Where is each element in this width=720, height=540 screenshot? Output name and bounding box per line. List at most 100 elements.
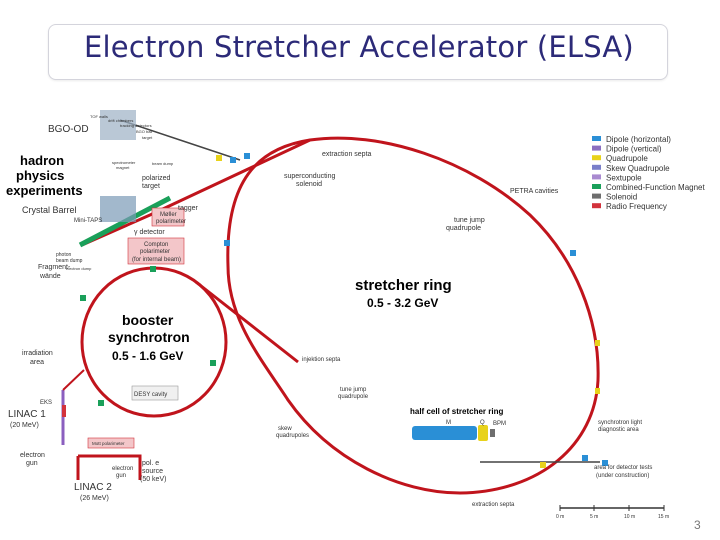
drift-label: drift chambers bbox=[108, 118, 133, 123]
legend-swatch bbox=[592, 203, 601, 209]
compton-internal-label: (for internal beam) bbox=[132, 257, 181, 263]
page-title: Electron Stretcher Accelerator (ELSA) bbox=[84, 30, 634, 64]
electron-gun-label: electron bbox=[20, 452, 45, 459]
stretcher-energy-label: 0.5 - 3.2 GeV bbox=[367, 296, 438, 310]
polarized-target-label: target bbox=[142, 183, 160, 190]
quadrupole-top-label: quadrupole bbox=[446, 225, 481, 232]
bgo-ball-label: BGO ball bbox=[136, 129, 152, 134]
pol-source-source-label: source bbox=[142, 468, 163, 475]
scale-tick-1: 5 m bbox=[590, 514, 598, 520]
booster-energy-label: 0.5 - 1.6 GeV bbox=[112, 349, 183, 363]
half-cell-m-label: M bbox=[446, 420, 451, 426]
tracking-label: tracking detectors bbox=[120, 123, 152, 128]
experiments-label: experiments bbox=[6, 183, 83, 198]
compton-box bbox=[127, 237, 185, 265]
linac1-label: LINAC 1 bbox=[8, 409, 46, 420]
linac1-energy-label: (20 MeV) bbox=[10, 422, 39, 429]
mott-box bbox=[87, 437, 135, 449]
legend-row: Quadrupole bbox=[592, 154, 648, 163]
linac2-energy-label: (26 MeV) bbox=[80, 495, 109, 502]
bgo-beamline bbox=[119, 119, 241, 161]
transfer-line bbox=[195, 280, 299, 364]
legend-swatch bbox=[592, 155, 601, 161]
superconducting-label: superconducting bbox=[284, 173, 335, 180]
tagger-label: tagger bbox=[178, 205, 199, 212]
compton-polarimeter-label: polarimeter bbox=[140, 249, 170, 255]
mini-taps-label: Mini-TAPS bbox=[74, 218, 102, 224]
legend-row: Solenoid bbox=[592, 193, 637, 202]
irradiation-area-label: area bbox=[30, 359, 44, 366]
moller-polarimeter-label: polarimeter bbox=[156, 219, 186, 225]
fragment-label: Fragment- bbox=[38, 264, 71, 271]
legend-label: Combined-Function Magnet bbox=[606, 183, 705, 192]
legend-row: Dipole (vertical) bbox=[592, 145, 662, 154]
beam-dump-label: beam dump bbox=[152, 161, 174, 166]
legend: Dipole (horizontal)Dipole (vertical)Quad… bbox=[592, 135, 705, 211]
legend-row: Combined-Function Magnet bbox=[592, 183, 705, 192]
tune-jump-top-label: tune jump bbox=[454, 217, 485, 224]
pol-source-kev-label: (50 keV) bbox=[140, 476, 166, 483]
injection-septa-label: injektion septa bbox=[302, 357, 341, 363]
stretcher-ring bbox=[226, 136, 600, 495]
legend-row: Radio Frequency bbox=[592, 202, 667, 211]
scale-bar: 0 m 5 m 10 m 15 m bbox=[556, 505, 669, 520]
pol-source-label: pol. e bbox=[142, 460, 159, 467]
area-detector-label: area for detector tests bbox=[594, 465, 652, 471]
linac1-link bbox=[62, 369, 85, 391]
extraction-septa-top-label: extraction septa bbox=[322, 151, 372, 158]
sync-light-label: synchrotron light bbox=[598, 420, 642, 426]
moller-box bbox=[151, 207, 185, 227]
legend-label: Quadrupole bbox=[606, 154, 648, 163]
quadrupole-bottom-label: quadrupole bbox=[338, 394, 369, 400]
legend-label: Dipole (vertical) bbox=[606, 145, 662, 154]
half-cell-q-label: Q bbox=[480, 420, 485, 426]
electron-gun-b-gun-label: gun bbox=[116, 473, 126, 479]
electron-gun-gun-label: gun bbox=[26, 460, 38, 467]
legend-swatch bbox=[592, 136, 601, 141]
half-cell-bpm-label: BPM bbox=[493, 421, 506, 427]
magnet-label: magnet bbox=[116, 165, 130, 170]
half-cell-label: half cell of stretcher ring bbox=[410, 407, 503, 416]
scale-tick-2: 10 m bbox=[624, 514, 635, 520]
legend-swatch bbox=[592, 184, 601, 189]
linac2-label: LINAC 2 bbox=[74, 482, 112, 493]
legend-label: Radio Frequency bbox=[606, 202, 667, 211]
linac2-line bbox=[78, 454, 142, 480]
scale-tick-0: 0 m bbox=[556, 514, 564, 520]
page-number: 3 bbox=[694, 518, 701, 532]
mott-label: Mott polarimeter bbox=[92, 441, 125, 446]
legend-swatch bbox=[592, 193, 601, 199]
photon-beam-dump-label: beam dump bbox=[56, 258, 83, 264]
fragment-waende-label: wände bbox=[39, 273, 61, 280]
crystal-barrel-label: Crystal Barrel bbox=[22, 205, 77, 215]
extraction-line bbox=[81, 138, 311, 247]
title-box bbox=[48, 24, 668, 80]
electron-dump-label: electron dump bbox=[66, 266, 92, 271]
legend-label: Skew Quadrupole bbox=[606, 164, 670, 173]
eks-label: EKS bbox=[40, 400, 52, 406]
photon-label: photon bbox=[56, 252, 72, 258]
desy-cavity-label: DESY cavity bbox=[134, 392, 167, 398]
booster-label: booster bbox=[122, 312, 174, 328]
legend-label: Sextupole bbox=[606, 173, 642, 182]
cavity-box bbox=[131, 385, 179, 401]
legend-row: Sextupole bbox=[592, 173, 642, 182]
legend-swatch bbox=[592, 164, 601, 170]
ring-magnets bbox=[62, 153, 608, 468]
irradiation-label: irradiation bbox=[22, 350, 53, 357]
diagnostic-area-label: diagnostic area bbox=[598, 427, 639, 433]
electron-gun-b-label: electron bbox=[112, 466, 133, 472]
target-label: target bbox=[142, 135, 153, 140]
half-cell-quadrupole bbox=[478, 425, 488, 441]
legend-label: Dipole (horizontal) bbox=[606, 135, 671, 144]
stretcher-ring-label: stretcher ring bbox=[355, 277, 452, 294]
legend-row: Skew Quadrupole bbox=[592, 164, 670, 173]
hadron-label: hadron bbox=[20, 153, 64, 168]
legend-label: Solenoid bbox=[606, 193, 637, 202]
compton-label: Compton bbox=[144, 242, 168, 248]
tof-label: TOF walls bbox=[90, 114, 108, 119]
half-cell-dipole bbox=[412, 426, 477, 440]
gamma-detector-label: γ detector bbox=[134, 229, 165, 236]
scale-tick-3: 15 m bbox=[658, 514, 669, 520]
